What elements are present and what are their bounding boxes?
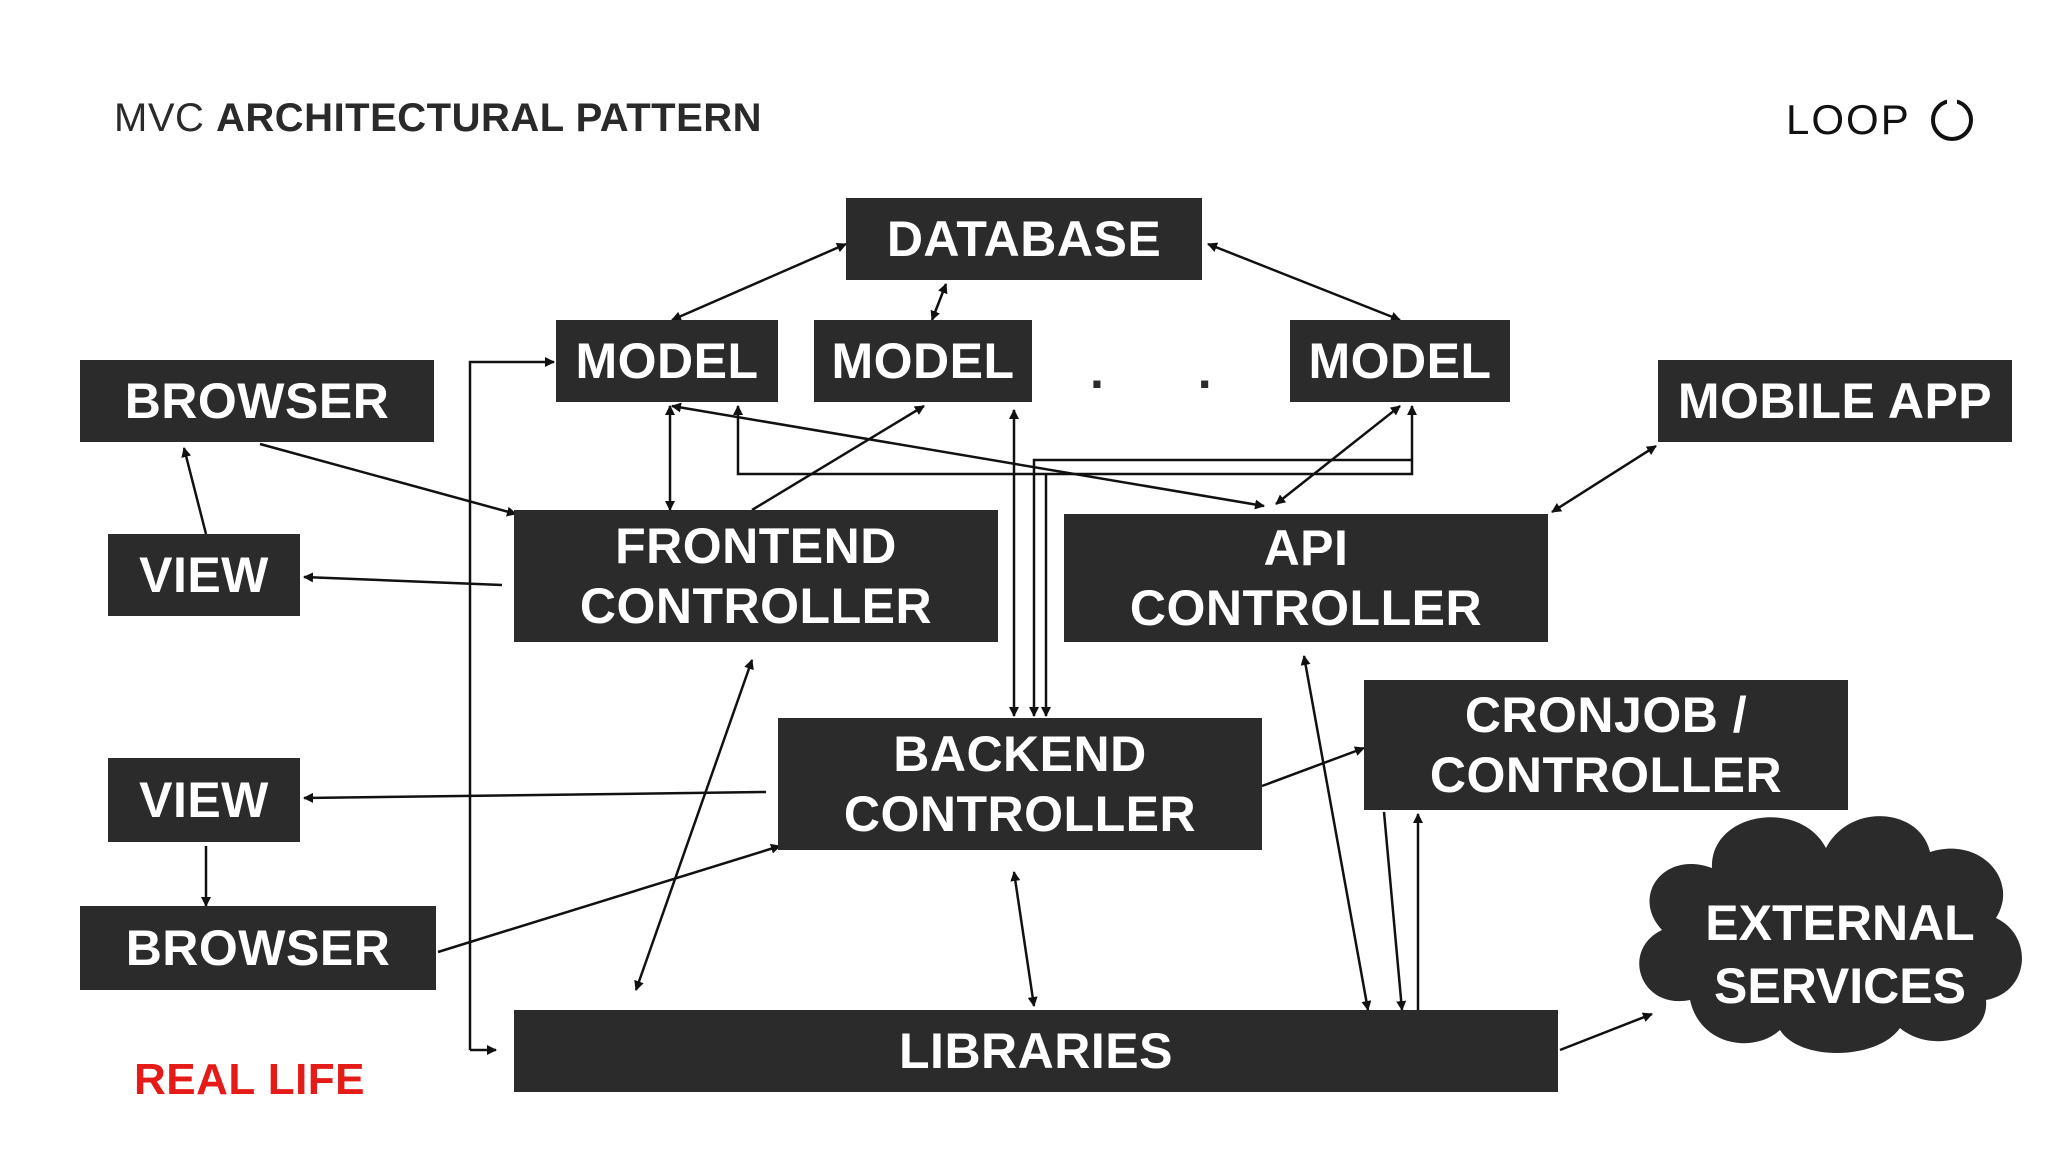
backend-controller-label: BACKEND CONTROLLER	[843, 726, 1197, 842]
arrow-db-model2	[930, 283, 948, 321]
mobile-app-label: MOBILE APP	[1677, 373, 1993, 429]
mobile-app-box: MOBILE APP	[1658, 360, 2012, 442]
cronjob-controller-label: CRONJOB / CONTROLLER	[1429, 687, 1783, 803]
arrow-api-mobile	[1551, 444, 1657, 514]
arrow-frontend-libraries	[634, 659, 754, 991]
arrow-model1-loop-model3	[733, 405, 1417, 476]
arrow-view-browser	[181, 447, 208, 535]
libraries-box: LIBRARIES	[514, 1010, 1558, 1092]
browser-label-bottom: BROWSER	[125, 920, 391, 976]
api-controller-label: API CONTROLLER	[1129, 520, 1483, 636]
frontend-controller-box: FRONTEND CONTROLLER	[514, 510, 998, 642]
arrow-api-model3	[1275, 405, 1401, 505]
arrow-backend-view	[303, 790, 767, 803]
arrow-libraries-external	[1559, 1012, 1653, 1052]
backend-controller-box: BACKEND CONTROLLER	[778, 718, 1262, 850]
arrow-browser-frontend	[259, 442, 517, 517]
arrow-frontend-view	[303, 572, 503, 587]
model-box-3: MODEL	[1290, 320, 1510, 402]
arrow-model1-api	[671, 402, 1265, 510]
model-box-2: MODEL	[814, 320, 1032, 402]
arrow-browser-backend	[437, 843, 781, 954]
model-label-2: MODEL	[831, 333, 1015, 389]
more-models-ellipsis: . . .	[1090, 343, 1360, 399]
arrow-backend-libraries	[1010, 871, 1038, 1007]
database-label: DATABASE	[886, 211, 1162, 267]
loop-ring-icon	[1930, 97, 1973, 141]
external-services-label: EXTERNAL SERVICES	[1705, 895, 1975, 1014]
arrow-db-model1	[671, 242, 847, 322]
view-label-top: VIEW	[139, 547, 269, 603]
api-controller-box: API CONTROLLER	[1064, 514, 1548, 642]
logo-text: LOOP	[1786, 96, 1911, 143]
browser-box-bottom: BROWSER	[80, 906, 436, 990]
browser-box-top: BROWSER	[80, 360, 434, 442]
page-title: MVC ARCHITECTURAL PATTERN	[114, 96, 762, 141]
arrow-db-model3	[1207, 242, 1401, 322]
brand-logo: LOOP	[1786, 96, 1973, 144]
arrow-backend-cronjob	[1261, 746, 1365, 788]
database-box: DATABASE	[846, 198, 1202, 280]
model-box-1: MODEL	[556, 320, 778, 402]
cronjob-controller-box: CRONJOB / CONTROLLER	[1364, 680, 1848, 810]
arrow-frontend-model2	[751, 404, 925, 512]
title-prefix: MVC	[114, 96, 205, 140]
title-main: ARCHITECTURAL PATTERN	[216, 96, 763, 140]
real-life-label: REAL LIFE	[134, 1055, 366, 1104]
model-label-3: MODEL	[1308, 333, 1492, 389]
arrow-backend-loop-a	[1029, 458, 1412, 717]
arrow-api-libraries	[1300, 655, 1372, 1011]
frontend-controller-label: FRONTEND CONTROLLER	[579, 518, 933, 634]
cloud-shape	[1639, 816, 2022, 1054]
arrow-cronjob-libraries	[1382, 811, 1407, 1011]
view-label-bottom: VIEW	[139, 772, 269, 828]
model-label-1: MODEL	[575, 333, 759, 389]
browser-label-top: BROWSER	[124, 373, 390, 429]
arrow-bus-model1	[468, 357, 555, 1050]
libraries-label: LIBRARIES	[899, 1023, 1173, 1079]
view-box-top: VIEW	[108, 534, 300, 616]
view-box-bottom: VIEW	[108, 758, 300, 842]
